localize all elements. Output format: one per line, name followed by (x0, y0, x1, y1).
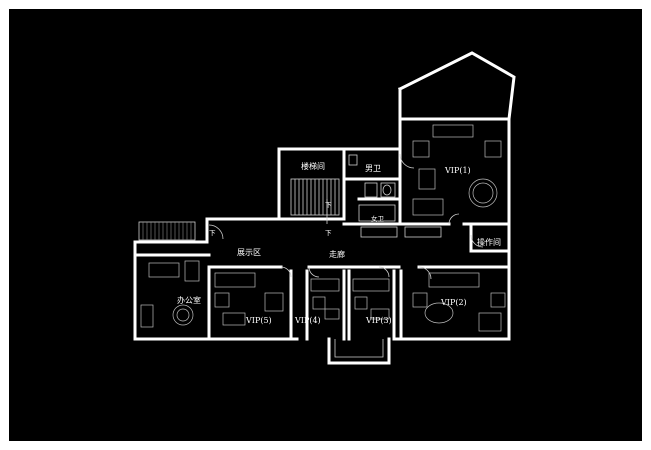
stair-left (138, 221, 196, 241)
floor-plan: 楼梯间 男卫 女卫 VIP(1) VIP(2) VIP(3) VIP(4) VI… (133, 51, 516, 365)
room-labels: 楼梯间 男卫 女卫 VIP(1) VIP(2) VIP(3) VIP(4) VI… (177, 161, 501, 325)
stair-main (290, 178, 340, 224)
label-vip3: VIP(3) (365, 316, 392, 325)
vip-small-furniture (214, 272, 390, 326)
office-furniture (140, 260, 200, 328)
label-office: 办公室 (177, 295, 201, 305)
vip2-furniture (412, 272, 506, 332)
label-vip4: VIP(4) (294, 316, 321, 325)
label-stair: 楼梯间 (301, 161, 325, 171)
label-vip2: VIP(2) (440, 298, 467, 307)
interior-walls (133, 147, 511, 341)
label-exhibition: 展示区 (237, 248, 261, 257)
label-down-left: 下 (209, 229, 216, 237)
label-mens-wc: 男卫 (365, 164, 381, 173)
label-down-stair: 下 (325, 201, 332, 209)
label-down-center: 下 (325, 229, 332, 237)
balcony (327, 337, 391, 365)
label-corridor: 走廊 (329, 249, 345, 259)
doors (208, 153, 484, 280)
label-womens-wc: 女卫 (371, 214, 385, 223)
label-vip1: VIP(1) (444, 166, 471, 175)
exterior-walls (133, 51, 516, 341)
label-vip5: VIP(5) (245, 316, 272, 325)
vip1-furniture (412, 124, 502, 216)
wc-fixtures (348, 154, 442, 238)
label-operation: 操作间 (477, 237, 501, 247)
plan-canvas: 楼梯间 男卫 女卫 VIP(1) VIP(2) VIP(3) VIP(4) VI… (9, 9, 642, 441)
